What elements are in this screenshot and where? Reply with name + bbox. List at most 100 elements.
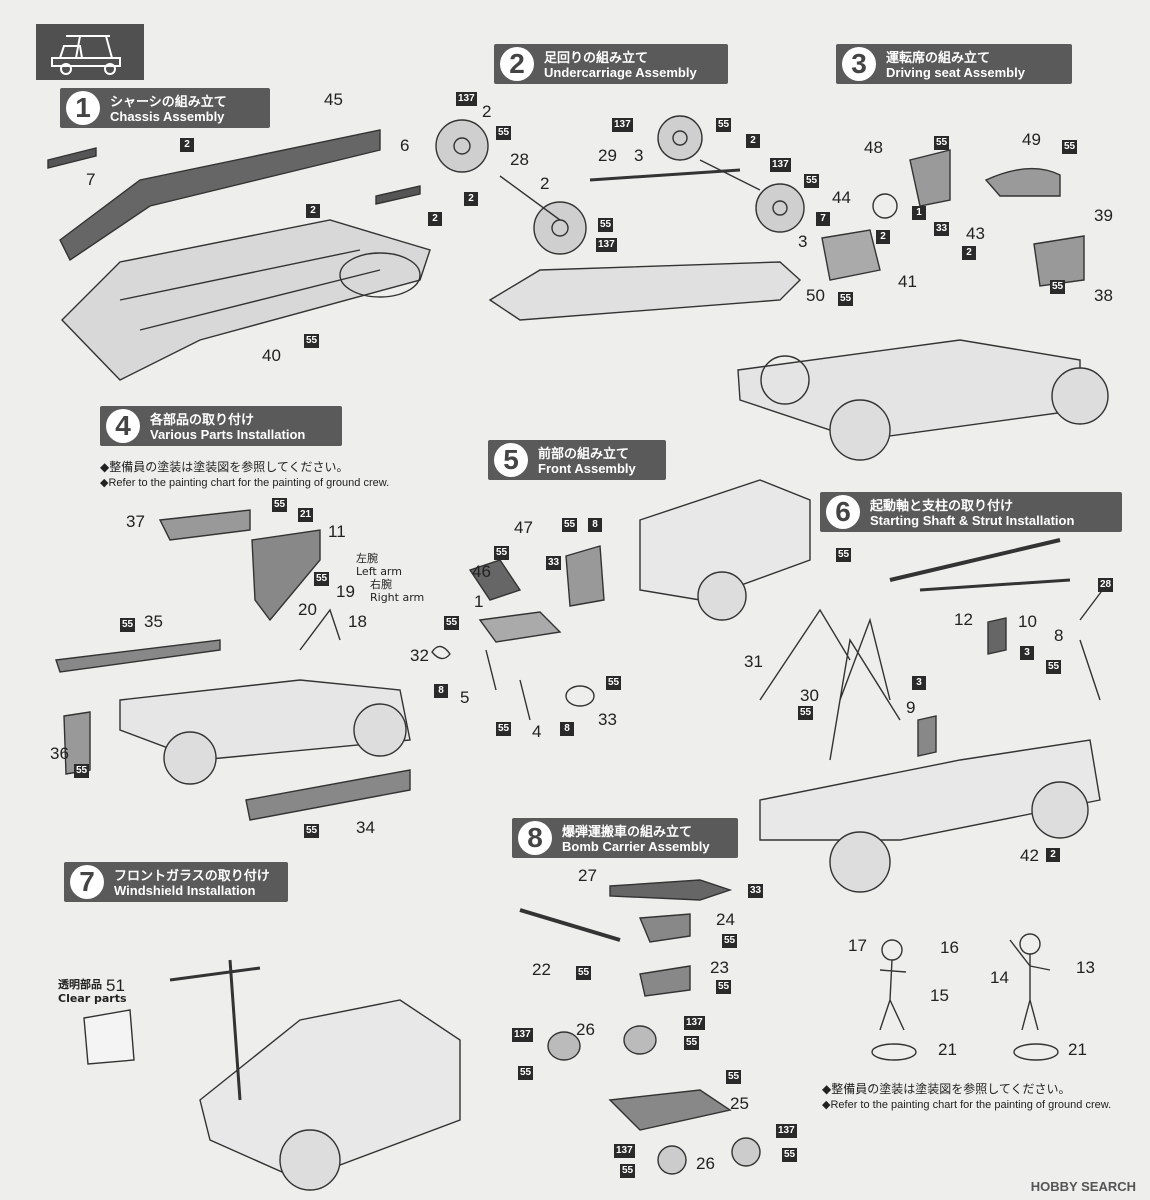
paint-badge: 55 (496, 722, 512, 736)
step-8-header: 8 爆弾運搬車の組み立て Bomb Carrier Assembly (512, 818, 738, 858)
part-label: 7 (86, 170, 96, 189)
step-7-title-en: Windshield Installation (114, 883, 256, 898)
paint-badge: 55 (304, 824, 320, 838)
step-1-header: 1 シャーシの組み立て Chassis Assembly (60, 88, 270, 128)
paint-badge: 55 (836, 548, 852, 562)
paint-badge: 8 (588, 518, 602, 532)
paint-badge: 2 (1046, 848, 1060, 862)
part-label: 28 (510, 150, 529, 169)
part-label: 15 (930, 986, 949, 1005)
part-label: 2 (482, 102, 492, 121)
paint-badge: 55 (576, 966, 592, 980)
part-label: 16 (940, 938, 959, 957)
step-4-title-en: Various Parts Installation (150, 427, 306, 442)
step-3-header: 3 運転席の組み立て Driving seat Assembly (836, 44, 1072, 84)
left-arm-label-jp: 左腕 (356, 552, 378, 565)
paint-badge: 55 (1062, 140, 1078, 154)
step-8-number: 8 (518, 821, 552, 855)
paint-badge: 21 (298, 508, 314, 522)
paint-badge: 55 (804, 174, 820, 188)
part-label: 9 (906, 698, 916, 717)
chassis-frame-45 (59, 129, 381, 262)
part-label: 40 (262, 346, 281, 365)
part-label: 33 (598, 710, 617, 729)
step-6-title-jp: 起動軸と支柱の取り付け (870, 499, 1014, 514)
right-arm-label-jp: 右腕 (370, 578, 392, 591)
part-label: 10 (1018, 612, 1037, 631)
paint-badge: 55 (716, 980, 732, 994)
step-8-title-jp: 爆弾運搬車の組み立て (562, 825, 693, 840)
left-arm-label-en: Left arm (356, 565, 402, 578)
step-5-number: 5 (494, 443, 528, 477)
part-label: 35 (144, 612, 163, 631)
step-4-header: 4 各部品の取り付け Various Parts Installation (100, 406, 342, 446)
paint-badge: 7 (816, 212, 830, 226)
paint-badge: 55 (272, 498, 288, 512)
part-label: 18 (348, 612, 367, 631)
paint-badge: 55 (838, 292, 854, 306)
part-label: 8 (1054, 626, 1064, 645)
crew-note-en-1: ◆Refer to the painting chart for the pai… (100, 477, 390, 489)
step-2-header: 2 足回りの組み立て Undercarriage Assembly (494, 44, 728, 84)
part-label: 21 (1068, 1040, 1087, 1059)
paint-badge: 137 (612, 118, 633, 132)
paint-badge: 2 (464, 192, 478, 206)
paint-badge: 55 (314, 572, 330, 586)
step-3-title-jp: 運転席の組み立て (886, 51, 991, 66)
paint-badge: 55 (598, 218, 614, 232)
paint-badge: 55 (620, 1164, 636, 1178)
paint-badge: 2 (746, 134, 760, 148)
step-7-number: 7 (70, 865, 104, 899)
part-label: 24 (716, 910, 735, 929)
part-label: 42 (1020, 846, 1039, 865)
paint-badge: 33 (546, 556, 562, 570)
part-label: 27 (578, 866, 597, 885)
part-label: 26 (696, 1154, 715, 1173)
paint-badge: 55 (726, 1070, 742, 1084)
step-2-number: 2 (500, 47, 534, 81)
part-label: 1 (474, 592, 484, 611)
part-label: 26 (576, 1020, 595, 1039)
paint-badge: 3 (1020, 646, 1034, 660)
part-label: 19 (336, 582, 355, 601)
part-label: 17 (848, 936, 867, 955)
step-7-header: 7 フロントガラスの取り付け Windshield Installation (64, 862, 288, 902)
paint-badge: 55 (120, 618, 136, 632)
clear-parts-label-jp: 透明部品 (58, 978, 102, 991)
paint-badge: 137 (684, 1016, 705, 1030)
part-label: 31 (744, 652, 763, 671)
paint-badge: 137 (596, 238, 617, 252)
paint-badge: 28 (1098, 578, 1114, 592)
paint-badge: 55 (1046, 660, 1062, 674)
paint-badge: 33 (934, 222, 950, 236)
paint-badge: 137 (770, 158, 791, 172)
part-label: 45 (324, 90, 343, 109)
paint-badge: 2 (876, 230, 890, 244)
crew-note-jp-1: ◆整備員の塗装は塗装図を参照してください。 (100, 460, 349, 474)
part-label: 5 (460, 688, 470, 707)
part-label: 37 (126, 512, 145, 531)
part-label: 47 (514, 518, 533, 537)
paint-badge: 55 (684, 1036, 700, 1050)
part-label: 25 (730, 1094, 749, 1113)
step-8-title-en: Bomb Carrier Assembly (562, 839, 710, 854)
part-label: 38 (1094, 286, 1113, 305)
part-label: 21 (938, 1040, 957, 1059)
paint-badge: 8 (434, 684, 448, 698)
paint-badge: 1 (912, 206, 926, 220)
step-6-header: 6 起動軸と支柱の取り付け Starting Shaft & Strut Ins… (820, 492, 1122, 532)
step-4-title-jp: 各部品の取り付け (150, 413, 255, 428)
paint-badge: 8 (560, 722, 574, 736)
paint-badge: 33 (748, 884, 764, 898)
paint-badge: 55 (722, 934, 738, 948)
paint-badge: 55 (444, 616, 460, 630)
part-label: 41 (898, 272, 917, 291)
part-label: 43 (966, 224, 985, 243)
step-2-title-en: Undercarriage Assembly (544, 65, 697, 80)
paint-badge: 55 (518, 1066, 534, 1080)
paint-badge: 3 (912, 676, 926, 690)
part-label: 13 (1076, 958, 1095, 977)
paint-badge: 137 (614, 1144, 635, 1158)
part-label: 46 (472, 562, 491, 581)
